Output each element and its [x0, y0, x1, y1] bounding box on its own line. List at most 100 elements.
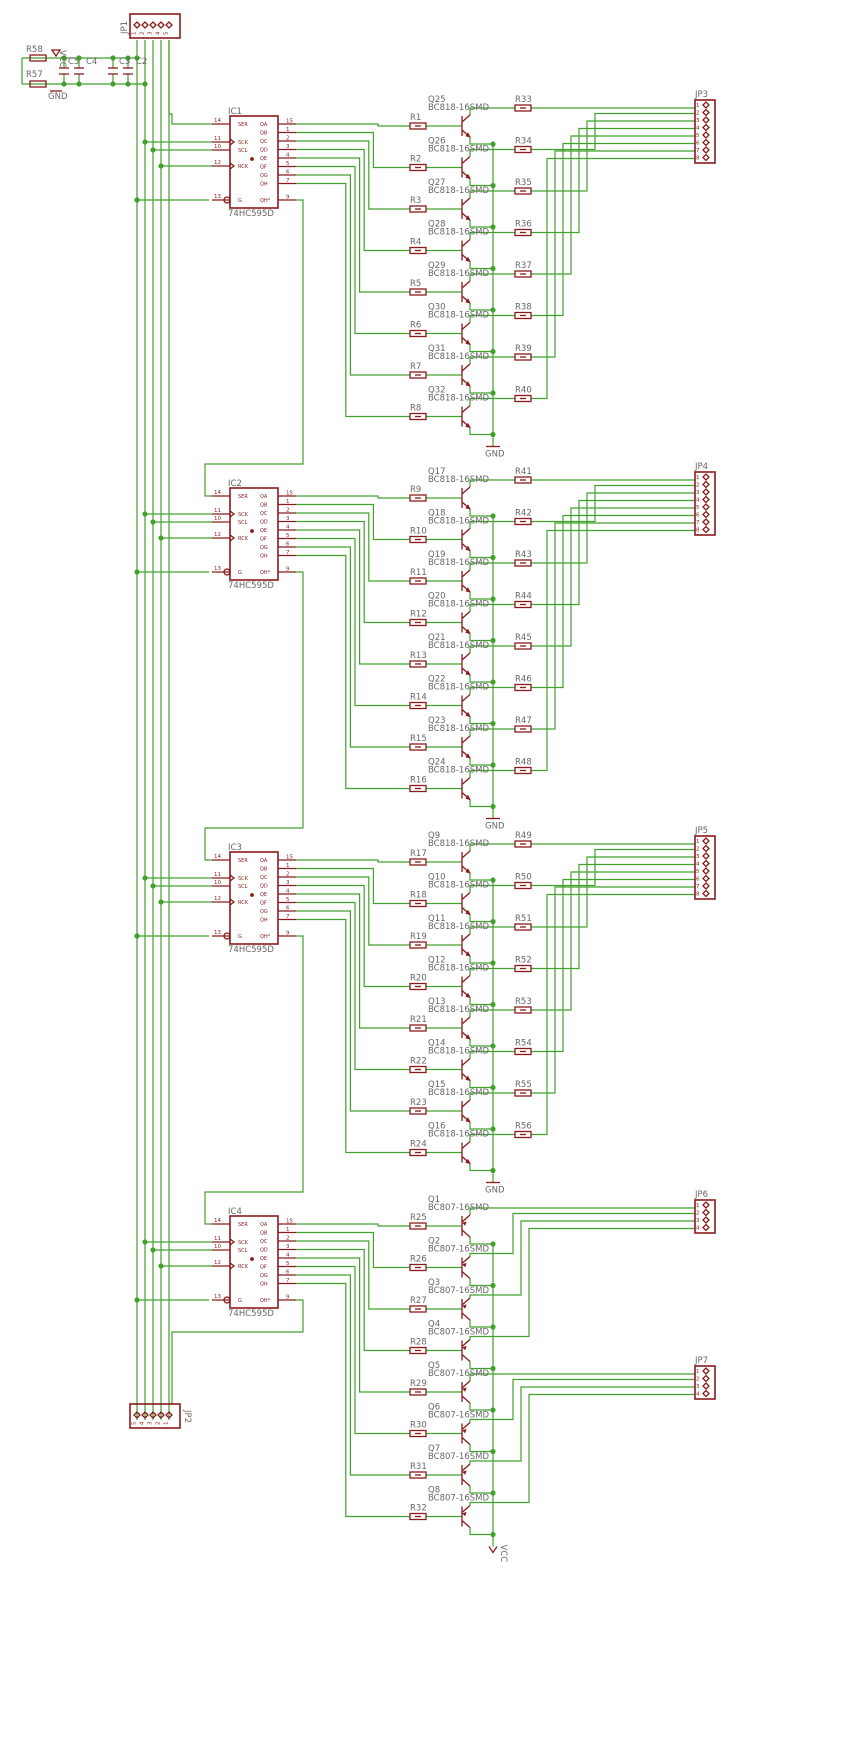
header-pin	[149, 21, 157, 29]
pin-name: RCK	[238, 536, 249, 542]
transistor-lead	[461, 652, 471, 661]
pin-number: 3	[696, 1218, 700, 1224]
pin-name: QB	[260, 867, 268, 873]
transistor-model: BC818-16SMD	[428, 766, 489, 776]
resistor	[29, 80, 47, 88]
transistor-lead	[461, 1380, 471, 1389]
connector-pin	[702, 123, 710, 132]
transistor-name: Q13	[428, 997, 446, 1007]
wire	[469, 1009, 515, 1017]
components	[29, 13, 716, 1554]
transistor-model: BC818-16SMD	[428, 641, 489, 651]
junction-dot	[158, 163, 164, 169]
pin-name: QA	[260, 494, 268, 500]
transistor-name: Q17	[428, 467, 446, 477]
junction-dot	[158, 1263, 164, 1269]
transistor-name: Q4	[428, 1320, 440, 1330]
transistor-arrow	[465, 1075, 471, 1082]
resistor	[514, 683, 532, 692]
transistor-arrow	[465, 587, 471, 593]
transistor-model: BC818-16SMD	[428, 558, 489, 568]
pin-number: 4	[156, 31, 162, 35]
wire	[469, 1527, 493, 1536]
transistor-lead	[461, 1141, 471, 1149]
pin-number: 5	[696, 133, 700, 139]
transistor-model: BC818-16SMD	[428, 964, 489, 974]
resistor-label: R16	[410, 776, 427, 786]
ic-name: IC4	[228, 1207, 242, 1217]
wire	[469, 1227, 695, 1340]
wire	[469, 843, 515, 851]
resistor	[514, 1047, 532, 1056]
pin-name: QE	[260, 1256, 267, 1262]
transistor-model: BC807-16SMD	[428, 1245, 489, 1255]
pin-number: 1	[286, 1227, 290, 1233]
pin-number: 5	[286, 897, 290, 903]
resistor-label: R35	[515, 178, 532, 188]
transistor-model: BC818-16SMD	[428, 352, 489, 362]
pin-name: QC	[260, 139, 268, 145]
pin-number: 2	[696, 1377, 700, 1383]
junction-dot	[110, 81, 116, 87]
pin-number: 8	[696, 892, 700, 898]
header-pin	[157, 1411, 165, 1419]
transistor-lead	[461, 1058, 471, 1066]
ic-body	[229, 851, 279, 945]
resistor	[409, 1305, 427, 1313]
resistor-label: R50	[515, 873, 532, 883]
transistor-lead	[461, 1520, 471, 1528]
transistor-name: Q9	[428, 831, 440, 841]
pin-number: 1	[696, 475, 700, 481]
wire	[469, 1122, 493, 1130]
pin-name: RCK	[238, 164, 249, 170]
wire	[469, 799, 493, 808]
transistor-model: BC818-16SMD	[428, 475, 489, 485]
pin-number: 4	[696, 862, 700, 868]
junction-dot	[125, 55, 131, 61]
resistor-label: R33	[515, 95, 532, 105]
resistor-label: R23	[410, 1098, 427, 1108]
resistor	[29, 54, 47, 62]
transistor-name: Q6	[428, 1403, 440, 1413]
resistor-label: R36	[515, 220, 532, 230]
signal-wire	[296, 918, 410, 1154]
transistor-lead	[461, 528, 471, 536]
connector-label: JP4	[694, 462, 708, 472]
transistor-arrow	[465, 1034, 471, 1040]
pin-number: 7	[286, 550, 290, 556]
resistor-label: R54	[515, 1039, 532, 1049]
pin-number: 6	[286, 1270, 290, 1276]
resistor	[409, 941, 427, 949]
wire	[531, 529, 695, 772]
connector-pin	[702, 1382, 710, 1390]
wire	[469, 427, 493, 436]
pin-number: 2	[696, 483, 700, 489]
resistor	[409, 122, 427, 130]
resistor-label: R25	[410, 1213, 427, 1223]
resistor-label: R5	[410, 279, 421, 289]
wire	[469, 509, 493, 517]
transistor-model: BC807-16SMD	[428, 1494, 489, 1504]
resistor-label: R26	[410, 1255, 427, 1265]
wire	[168, 40, 212, 125]
connector-pin	[702, 1208, 710, 1217]
resistor	[409, 205, 427, 213]
transistor-arrow	[465, 298, 471, 304]
resistor-label: R27	[410, 1296, 427, 1306]
pin-name: QA	[260, 1222, 268, 1228]
transistor-arrow	[465, 132, 471, 138]
junction-dot	[158, 535, 164, 541]
pin-name: QC	[260, 875, 268, 881]
pin-number: 15	[286, 119, 293, 125]
resistor-label: R34	[515, 137, 532, 147]
junction-dot	[142, 1239, 148, 1245]
resistor-label: R28	[410, 1338, 427, 1348]
transistor-lead	[461, 1214, 471, 1223]
transistor-name: Q31	[428, 344, 446, 354]
resistor-label: R18	[410, 891, 427, 901]
transistor-name: Q32	[428, 386, 446, 396]
transistor-model: BC818-16SMD	[428, 839, 489, 849]
resistor	[409, 163, 427, 172]
transistor-name: Q19	[428, 550, 446, 560]
pin-number: 7	[286, 1278, 290, 1284]
